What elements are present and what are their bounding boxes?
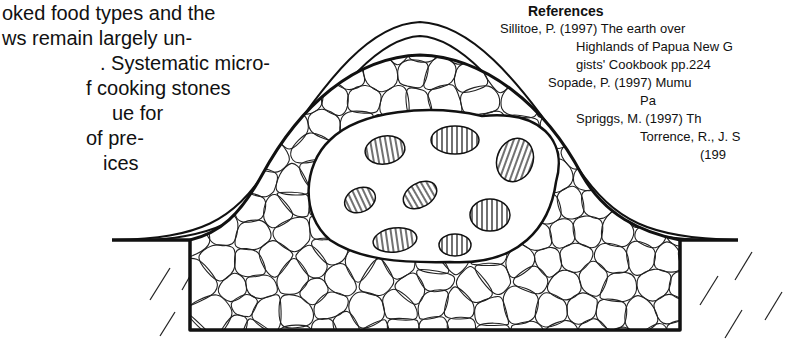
stone (264, 195, 293, 228)
stone (582, 190, 616, 218)
stone (512, 63, 541, 85)
stone (300, 278, 328, 305)
stone (349, 292, 385, 328)
stone (241, 106, 278, 141)
reference-line: Torrence, R., J. S (640, 130, 740, 144)
food-items (340, 126, 539, 256)
stone (600, 272, 637, 301)
stone (594, 243, 629, 273)
stone (513, 266, 547, 294)
stone (249, 139, 289, 172)
stone (333, 311, 360, 340)
stone (275, 325, 313, 342)
stone (219, 164, 246, 189)
body-text-line: ue for (112, 102, 163, 124)
stone (235, 249, 266, 277)
stone (417, 269, 455, 291)
stone (288, 38, 320, 66)
stone (526, 38, 560, 64)
stone (280, 67, 305, 93)
cooking-stones (177, 37, 692, 342)
stone (319, 38, 354, 68)
stone (683, 91, 691, 113)
stone (625, 296, 658, 334)
stone (221, 138, 251, 170)
stone (557, 186, 584, 219)
body-text-line: of pre- (86, 127, 144, 149)
stone (506, 39, 532, 65)
stone (654, 242, 681, 272)
stone (347, 85, 381, 113)
reference-line: Sillitoe, P. (1997) The earth over (500, 22, 685, 36)
reference-line: Spriggs, M. (1997) Th (576, 112, 701, 126)
reference-line: Highlands of Papua New G (576, 40, 733, 54)
stone (619, 193, 649, 227)
reference-line: Sopade, P. (1997) Mumu (548, 76, 692, 90)
stone (503, 286, 538, 324)
stone (217, 315, 247, 341)
body-text-line: oked food types and the (2, 2, 216, 24)
stone-fill (190, 55, 680, 330)
stone (674, 193, 692, 217)
stone (633, 165, 671, 200)
reference-line: Pa (640, 94, 656, 108)
stone (567, 293, 597, 324)
stone (684, 297, 691, 319)
stone (279, 295, 313, 328)
body-text-line: f cooking stones (86, 77, 231, 99)
stone (196, 185, 240, 213)
body-text-line: ws remain largely un- (2, 27, 192, 49)
stone (235, 220, 271, 250)
stone (600, 169, 633, 205)
references-heading: References (528, 4, 604, 19)
stone (178, 311, 213, 342)
stone (671, 171, 691, 197)
stone (471, 38, 507, 65)
stone (359, 259, 394, 296)
stone (461, 86, 500, 115)
stone (186, 131, 233, 161)
stone (179, 158, 219, 201)
stone (383, 289, 418, 320)
food-bundle (309, 110, 559, 262)
stone (418, 290, 448, 319)
stone (594, 140, 620, 169)
stone (252, 295, 281, 333)
stone (264, 88, 296, 117)
stone (178, 99, 204, 153)
stone (297, 57, 329, 85)
stone (474, 323, 510, 342)
stone (501, 84, 538, 118)
stone (296, 245, 327, 278)
stone (259, 241, 293, 278)
body-text-line: . Systematic micro- (100, 52, 270, 74)
stone (324, 264, 356, 296)
stone (647, 198, 676, 226)
stone (579, 261, 607, 296)
stone (231, 85, 263, 124)
reference-line: (199 (700, 148, 726, 162)
stone (456, 266, 492, 302)
stone (203, 110, 238, 136)
stone (178, 258, 217, 307)
body-text-line: ices (103, 152, 139, 174)
stone (639, 324, 668, 342)
stone (651, 143, 686, 177)
stone (475, 263, 510, 294)
stone (231, 295, 257, 317)
stone (596, 299, 626, 330)
stone (243, 167, 277, 197)
stone (314, 292, 348, 319)
stone (277, 259, 309, 295)
reference-line: gists' Cookbook pp.224 (576, 58, 711, 72)
stone (277, 192, 309, 217)
stone (560, 243, 593, 272)
stone (444, 287, 474, 319)
stone (684, 147, 691, 170)
stone (535, 293, 567, 327)
